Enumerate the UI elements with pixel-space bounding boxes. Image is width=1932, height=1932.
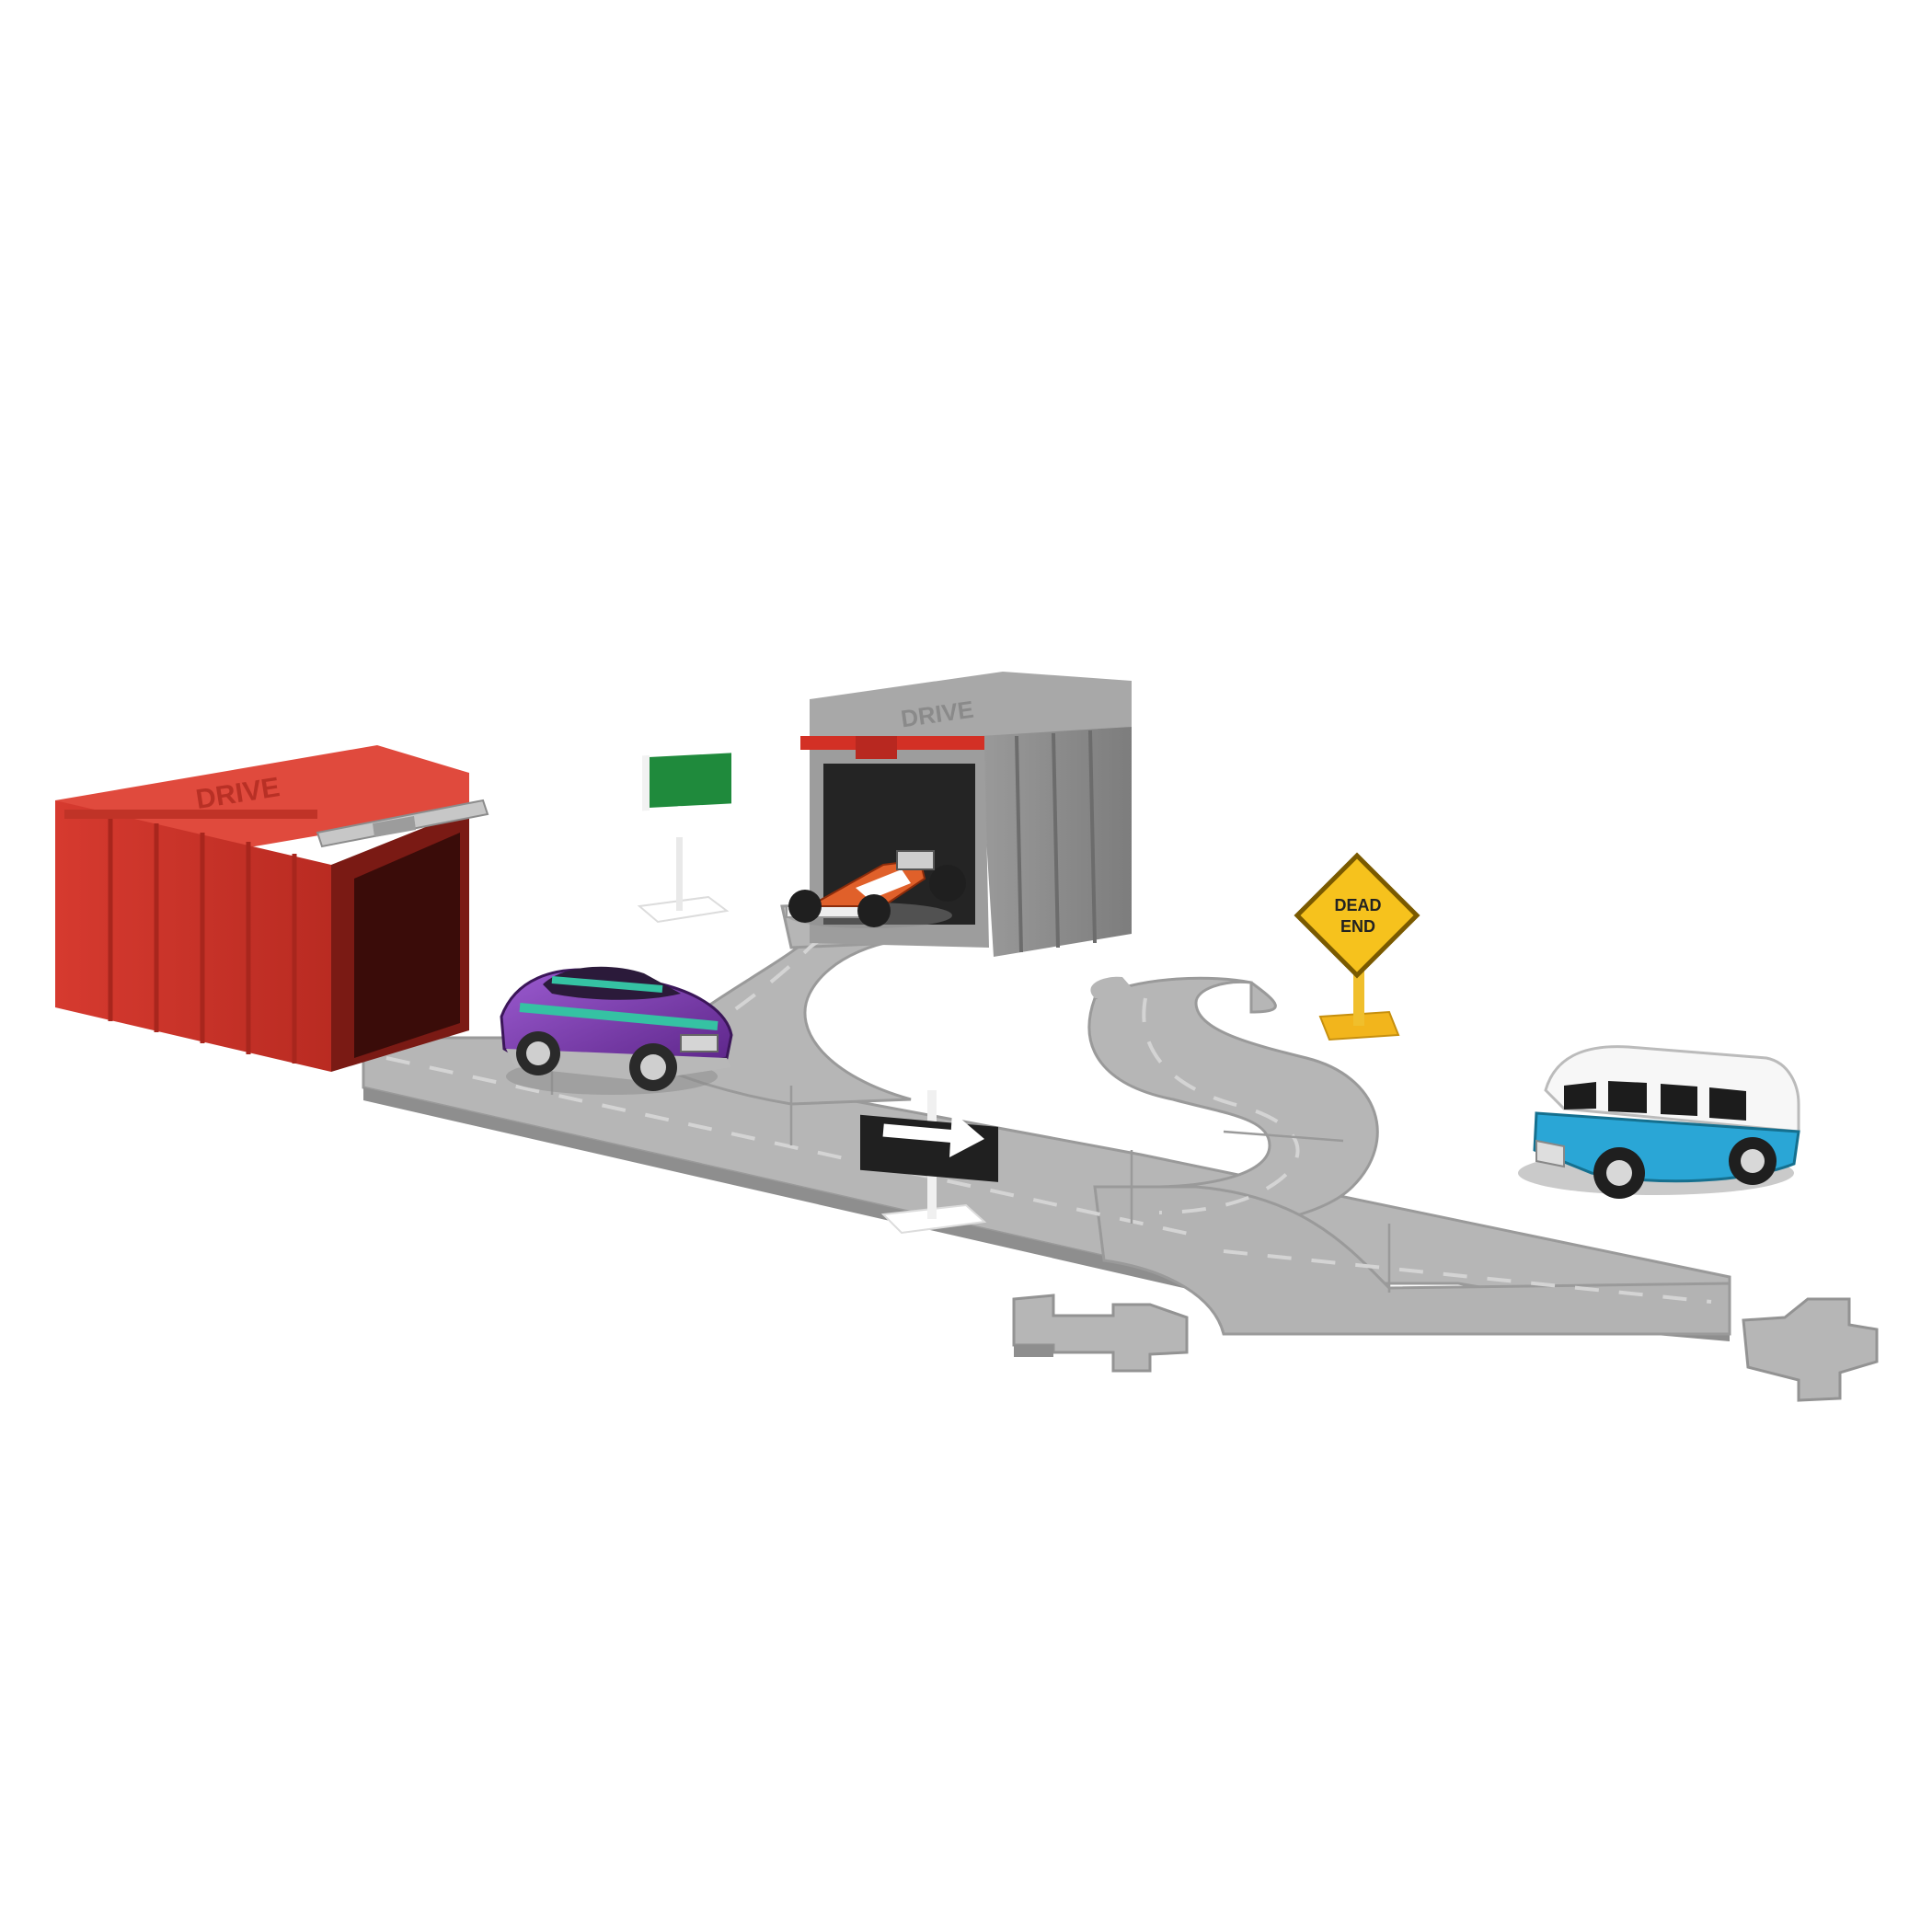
road-track (362, 898, 1731, 1341)
loose-track-piece-left (1012, 1294, 1189, 1373)
t-junction-road (1093, 1185, 1731, 1336)
blue-white-van (1518, 1045, 1800, 1199)
van-wheels (1593, 1137, 1777, 1199)
orange-race-car (786, 850, 966, 928)
purple-car-wheels (516, 1031, 677, 1091)
dead-end-line2: END (1340, 917, 1375, 936)
dead-end-sign: DEAD END (1294, 852, 1420, 1041)
dead-end-sign-board (1294, 852, 1420, 979)
purple-sports-car (500, 966, 733, 1095)
arrow-right-icon (882, 1111, 984, 1157)
go-sign-board (649, 753, 731, 809)
red-garage-crate: DRIVE (55, 745, 489, 1072)
arrow-sign (860, 1090, 998, 1235)
dead-end-line1: DEAD (1334, 896, 1381, 914)
loose-track-piece-right (1742, 1297, 1879, 1402)
go-sign-text: GO (671, 802, 705, 827)
go-sign: GO (637, 753, 731, 924)
